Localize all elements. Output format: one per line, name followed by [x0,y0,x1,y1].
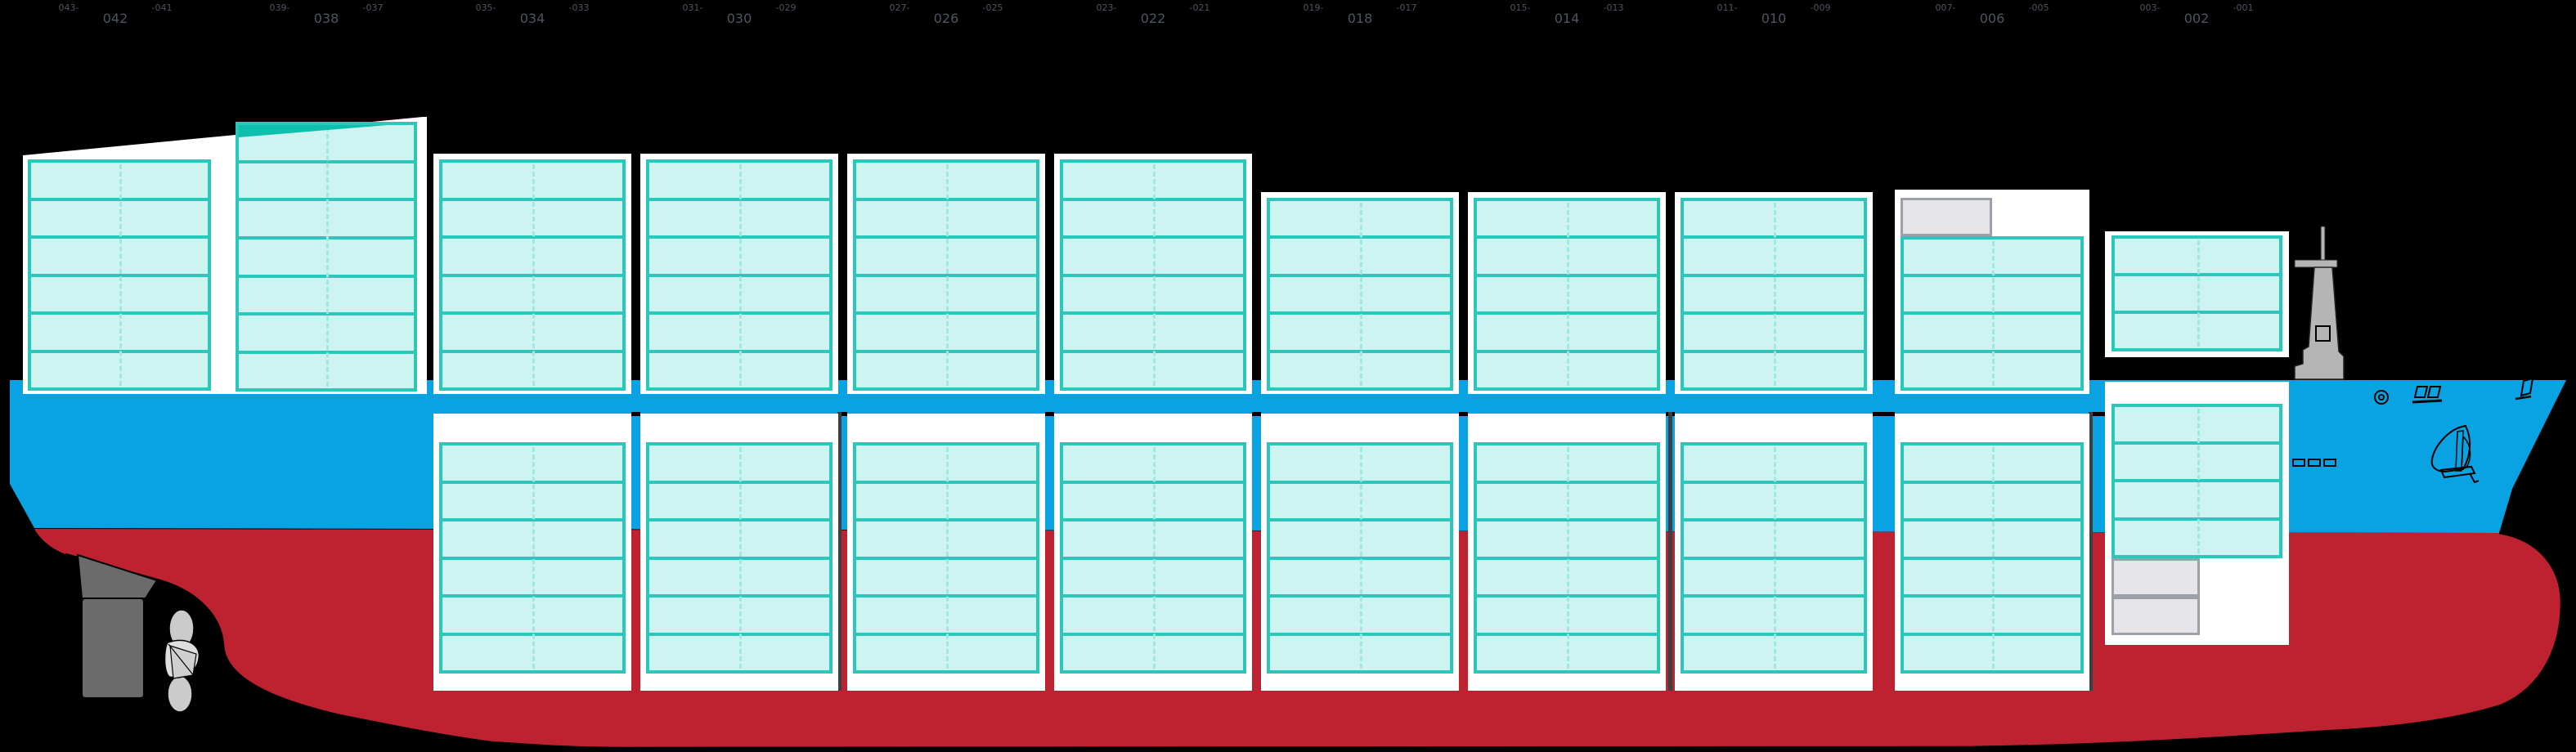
cell-center-divider [946,447,949,669]
bay-odd-label-aft-002: 003- [2139,2,2161,13]
bay-010-ondeck-grid[interactable] [1681,198,1867,391]
bay-label-010: 010 [1761,11,1787,26]
bay-label-006: 006 [1979,11,2005,26]
bay-odd-label-aft-018: 019- [1303,2,1324,13]
bay-026-ondeck-grid[interactable] [853,159,1039,392]
bay-odd-label-fwd-030: -029 [775,2,797,13]
hatch-gap-shadow [838,412,847,416]
cell-center-divider [532,447,535,669]
bay-034-hold-grid[interactable] [439,442,626,674]
bay-002-hold-grid[interactable] [2112,404,2282,558]
bay-label-002: 002 [2183,11,2210,26]
bay-odd-label-aft-022: 023- [1096,2,1117,13]
cell-center-divider [2197,240,2200,347]
cell-center-divider [1567,447,1569,669]
cell-center-divider [1360,203,1362,386]
bay-label-026: 026 [933,11,959,26]
cell-center-divider [739,164,742,387]
anchor-icon [2430,424,2480,484]
hold-bulkhead [2089,412,2093,691]
cell-center-divider [1774,447,1776,669]
bay-034-ondeck-grid[interactable] [439,159,626,392]
bay-022-ondeck-grid[interactable] [1060,159,1246,392]
cell-center-divider [1153,164,1156,387]
porthole-icon [2374,390,2389,405]
bay-odd-label-aft-006: 007- [1935,2,1956,13]
bay-006-hold-grid[interactable] [1901,442,2084,674]
bay-label-022: 022 [1140,11,1166,26]
bay-006-ondeck-grid[interactable] [1901,236,2084,391]
hull-outline [65,531,2563,750]
bay-026-hold-grid[interactable] [853,442,1039,674]
rudder [76,553,159,699]
bay-odd-label-fwd-006: -005 [2028,2,2049,13]
bay-label-014: 014 [1554,11,1580,26]
bay-label-042: 042 [102,11,128,26]
bay-010-hold-grid[interactable] [1681,442,1867,674]
hatch-gap-shadow [1459,412,1468,416]
hatch-gap-shadow [1252,412,1261,416]
bay-odd-label-aft-034: 035- [475,2,496,13]
bay-030-ondeck-grid[interactable] [646,159,832,392]
bay-odd-label-aft-014: 015- [1510,2,1531,13]
bay-label-038: 038 [313,11,339,26]
bay-038-ondeck-grid[interactable] [236,122,417,392]
draft-marks [2292,459,2336,467]
bay-odd-label-aft-038: 039- [269,2,290,13]
bay-label-030: 030 [726,11,752,26]
bay-odd-label-fwd-014: -013 [1603,2,1624,13]
cell-center-divider [532,164,535,387]
cell-center-divider [739,447,742,669]
bay-030-hold-grid[interactable] [646,442,832,674]
bay-odd-label-fwd-026: -025 [982,2,1003,13]
hold-bulkhead [1668,412,1672,691]
bay-odd-label-fwd-002: -001 [2233,2,2254,13]
bay-odd-label-fwd-022: -021 [1189,2,1210,13]
bay-odd-label-aft-042: 043- [58,2,79,13]
bay-odd-label-fwd-042: -041 [151,2,173,13]
cell-center-divider [326,127,329,387]
cell-center-divider [1567,203,1569,386]
bay-odd-label-fwd-038: -037 [362,2,384,13]
bay-odd-label-fwd-034: -033 [568,2,590,13]
bay-022-hold-grid[interactable] [1060,442,1246,674]
hatch-gap-shadow [1873,412,1895,416]
cell-center-divider [119,164,122,387]
bay-018-ondeck-grid[interactable] [1267,198,1453,391]
hold-bulkhead [837,412,841,691]
bay-odd-label-fwd-018: -017 [1396,2,1417,13]
mast-icon [2294,226,2345,380]
cell-center-divider [1360,447,1362,669]
bay-odd-label-aft-010: 011- [1717,2,1738,13]
bay-014-ondeck-grid[interactable] [1474,198,1660,391]
bridge-windows-icon [2412,386,2443,404]
bay-002-ondeck-grid[interactable] [2112,235,2282,351]
cell-center-divider [1153,447,1156,669]
bay-018-hold-grid[interactable] [1267,442,1453,674]
cell-center-divider [946,164,949,387]
empty-slot-cell [2112,558,2200,597]
hatch-gap-shadow [631,412,640,416]
bay-odd-label-aft-026: 027- [889,2,910,13]
bay-odd-label-aft-030: 031- [682,2,703,13]
cell-center-divider [2197,409,2200,553]
cell-center-divider [1992,447,1995,669]
bay-014-hold-grid[interactable] [1474,442,1660,674]
cell-center-divider [1774,203,1776,386]
bay-odd-label-fwd-010: -009 [1810,2,1831,13]
empty-slot-cell [2112,597,2200,635]
hatch-gap-shadow [1045,412,1054,416]
bay-label-034: 034 [519,11,545,26]
hatch-gap-shadow [2089,412,2105,416]
bay-label-018: 018 [1347,11,1373,26]
bow-flag-icon [2515,377,2534,401]
cell-center-divider [1992,241,1995,386]
empty-slot-cell [1901,198,1992,236]
bay-042-ondeck-grid[interactable] [28,159,211,392]
propeller-icon [164,609,200,713]
